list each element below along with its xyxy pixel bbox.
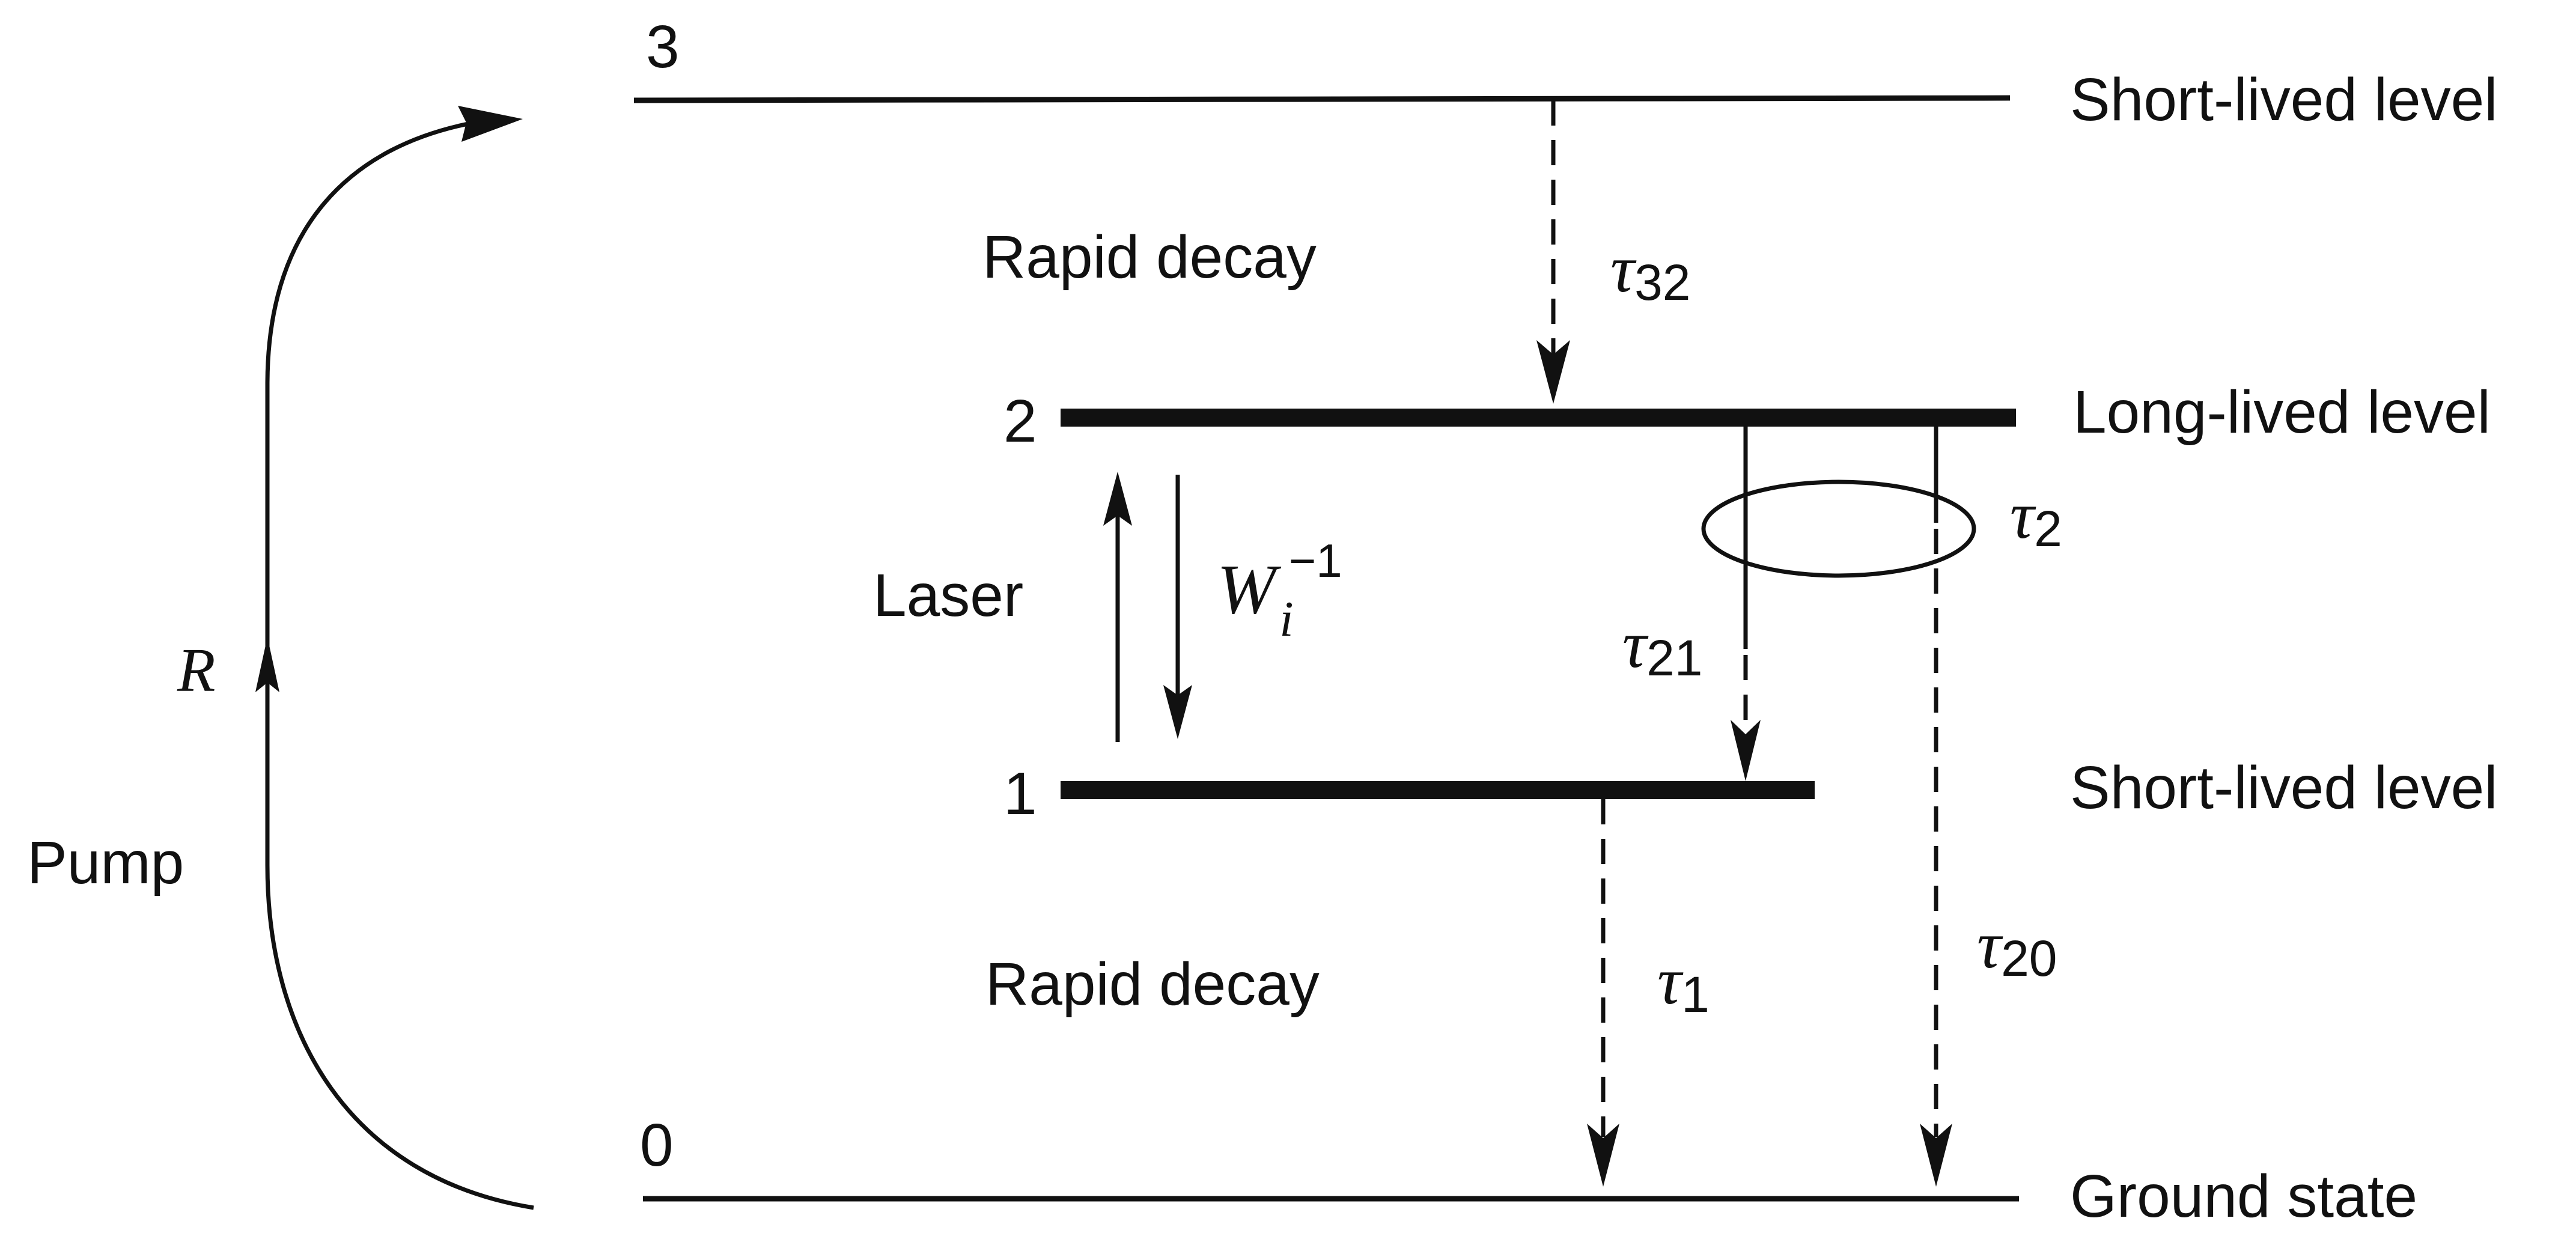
induced-rate-symbol: W (1217, 550, 1282, 629)
level-3-number: 3 (646, 13, 680, 81)
laser-label: Laser (873, 562, 1023, 629)
rapid-decay-upper-label: Rapid decay (982, 224, 1317, 291)
laser-down-arrowhead (1163, 685, 1192, 739)
tau-32-symbol: τ (1610, 232, 1637, 306)
level-3-line (633, 95, 2011, 103)
induced-rate-subscript: i (1279, 591, 1293, 647)
rapid-decay-lower-label: Rapid decay (985, 951, 1320, 1018)
tau-1-label: τ1 (1657, 944, 1710, 1023)
pump-arc (265, 119, 534, 1210)
level-3-description: Short-lived level (2070, 66, 2497, 133)
pump-upward-arrowhead (255, 637, 279, 692)
induced-rate-superscript: −1 (1289, 534, 1342, 587)
tau-2-label: τ2 (2010, 478, 2062, 557)
level-1-number: 1 (1003, 760, 1037, 827)
decay-2-1-arrowhead (1731, 720, 1761, 781)
tau-2-symbol: τ (2010, 478, 2036, 553)
tau-20-label: τ20 (1977, 908, 2057, 987)
pump-arc-arrowhead (458, 106, 523, 142)
decay-1-0-arrowhead (1587, 1124, 1619, 1187)
level-2-number: 2 (1003, 388, 1037, 455)
tau-32-subscript: 32 (1634, 254, 1690, 311)
tau-1-subscript: 1 (1681, 966, 1710, 1023)
tau-20-subscript: 20 (2001, 930, 2057, 987)
tau-20-symbol: τ (1977, 908, 2003, 982)
level-1-description: Short-lived level (2070, 754, 2497, 821)
level-0-number: 0 (640, 1112, 674, 1179)
tau-21-label: τ21 (1622, 607, 1703, 686)
level-0-description: Ground state (2070, 1163, 2417, 1230)
pump-rate-symbol: R (177, 636, 216, 705)
tau-2-subscript: 2 (2034, 501, 2062, 557)
decay-3-2-arrowhead (1536, 340, 1570, 404)
tau-21-symbol: τ (1622, 607, 1649, 682)
tau-21-subscript: 21 (1646, 630, 1702, 686)
laser-up-arrowhead (1103, 472, 1132, 526)
tau-2-grouping-ellipse (1701, 479, 1976, 578)
level-2-description: Long-lived level (2073, 379, 2491, 446)
decay-2-0-arrowhead (1920, 1124, 1952, 1187)
tau-1-symbol: τ (1657, 944, 1684, 1018)
induced-rate-label: Wi−1 (1217, 534, 1342, 647)
tau-32-label: τ32 (1610, 232, 1691, 311)
pump-label: Pump (27, 829, 184, 896)
